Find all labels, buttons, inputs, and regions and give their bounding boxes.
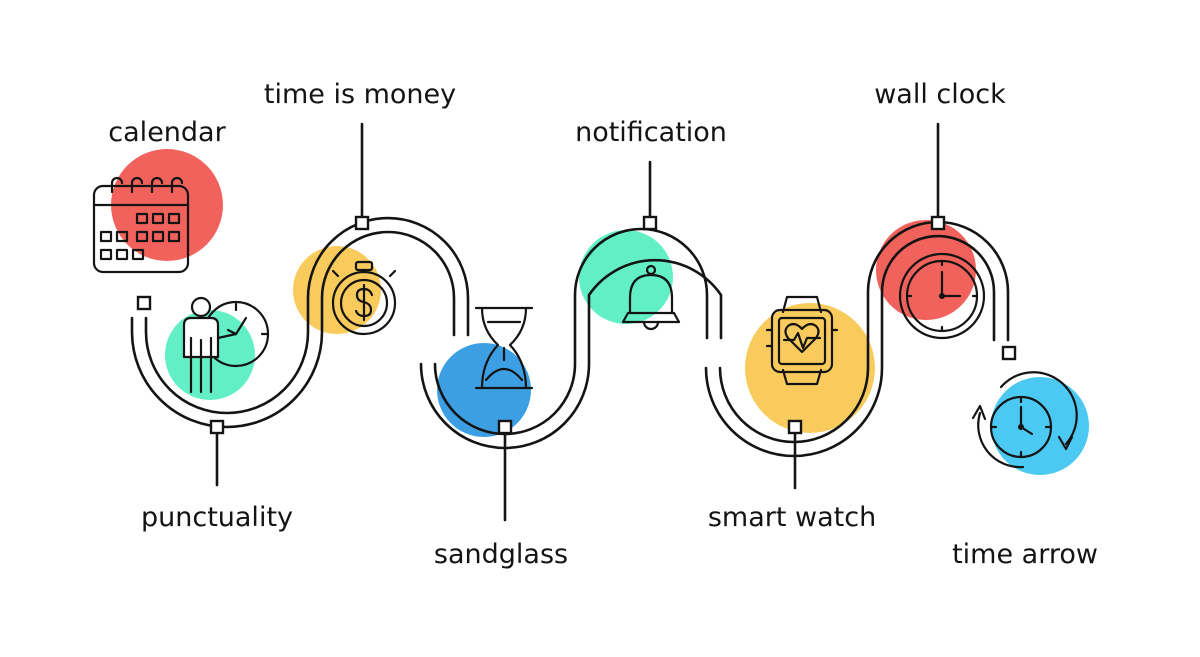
label-time-is-money: time is money xyxy=(263,79,457,110)
bell-icon xyxy=(621,264,681,331)
stopwatch-dollar-icon xyxy=(331,260,397,336)
label-calendar: calendar xyxy=(108,117,226,148)
label-time-arrow: time arrow xyxy=(952,539,1098,570)
notification-blob xyxy=(579,230,673,324)
time-arrow-blob xyxy=(991,377,1089,475)
marker-calendar xyxy=(136,295,152,311)
label-notification: notification xyxy=(575,117,727,148)
clock-arrow-icon xyxy=(971,371,1078,469)
marker-time-is-money xyxy=(354,215,370,231)
wall-clock-blob xyxy=(876,220,976,320)
label-wall-clock: wall clock xyxy=(874,79,1006,110)
connector-lines xyxy=(215,122,940,522)
label-smart-watch: smart watch xyxy=(707,502,877,533)
sandglass-blob xyxy=(437,343,531,437)
label-punctuality: punctuality xyxy=(140,502,294,533)
smartwatch-heart-icon xyxy=(765,295,839,386)
smart-watch-blob xyxy=(745,303,875,433)
label-sandglass: sandglass xyxy=(433,539,569,570)
hourglass-icon xyxy=(474,306,534,390)
wall-clock-icon xyxy=(898,252,986,340)
marker-sandglass xyxy=(497,419,513,435)
calendar-icon xyxy=(92,176,190,274)
timeline-markers xyxy=(136,215,1017,435)
marker-time-arrow xyxy=(1001,345,1017,361)
marker-notification xyxy=(642,215,658,231)
winding-road xyxy=(130,216,1010,458)
marker-punctuality xyxy=(209,419,225,435)
businessman-clock-icon xyxy=(182,296,270,394)
marker-wall-clock xyxy=(930,215,946,231)
marker-smart-watch xyxy=(787,419,803,435)
